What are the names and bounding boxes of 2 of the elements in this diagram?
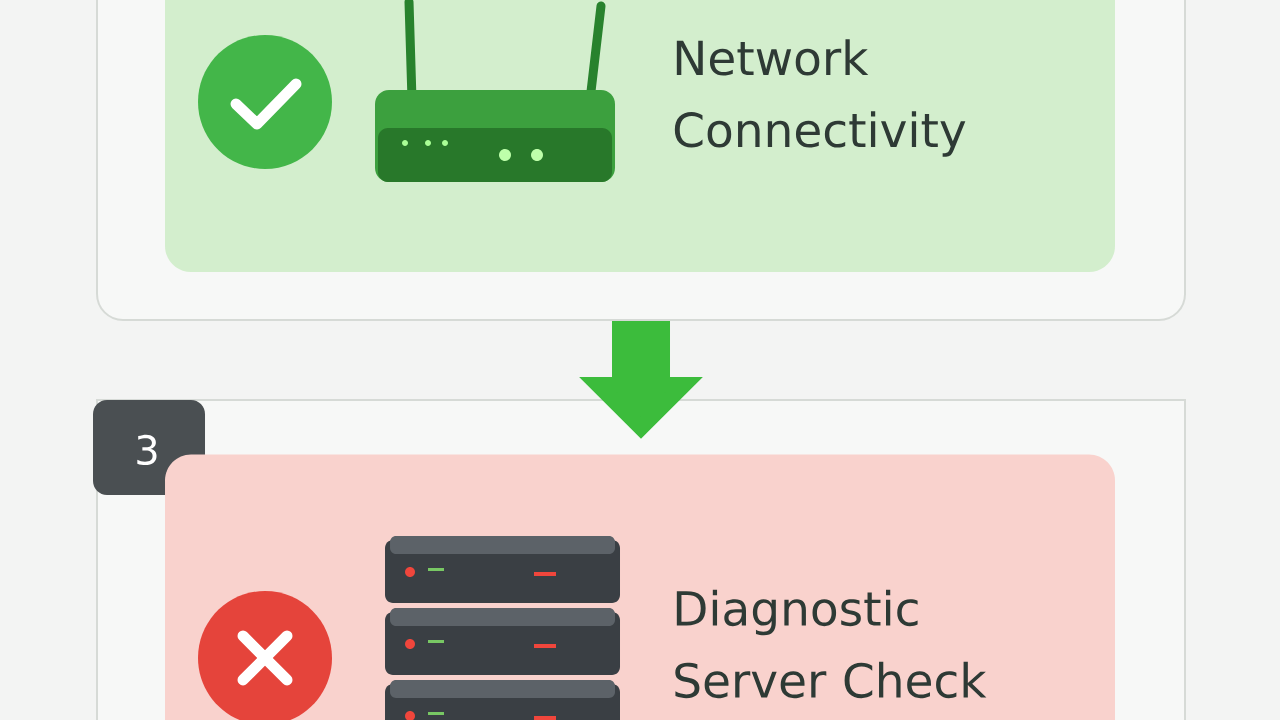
panel-title: Network Connectivity: [674, 39, 966, 157]
panel-title: Diagnostic Server Check: [675, 589, 987, 699]
